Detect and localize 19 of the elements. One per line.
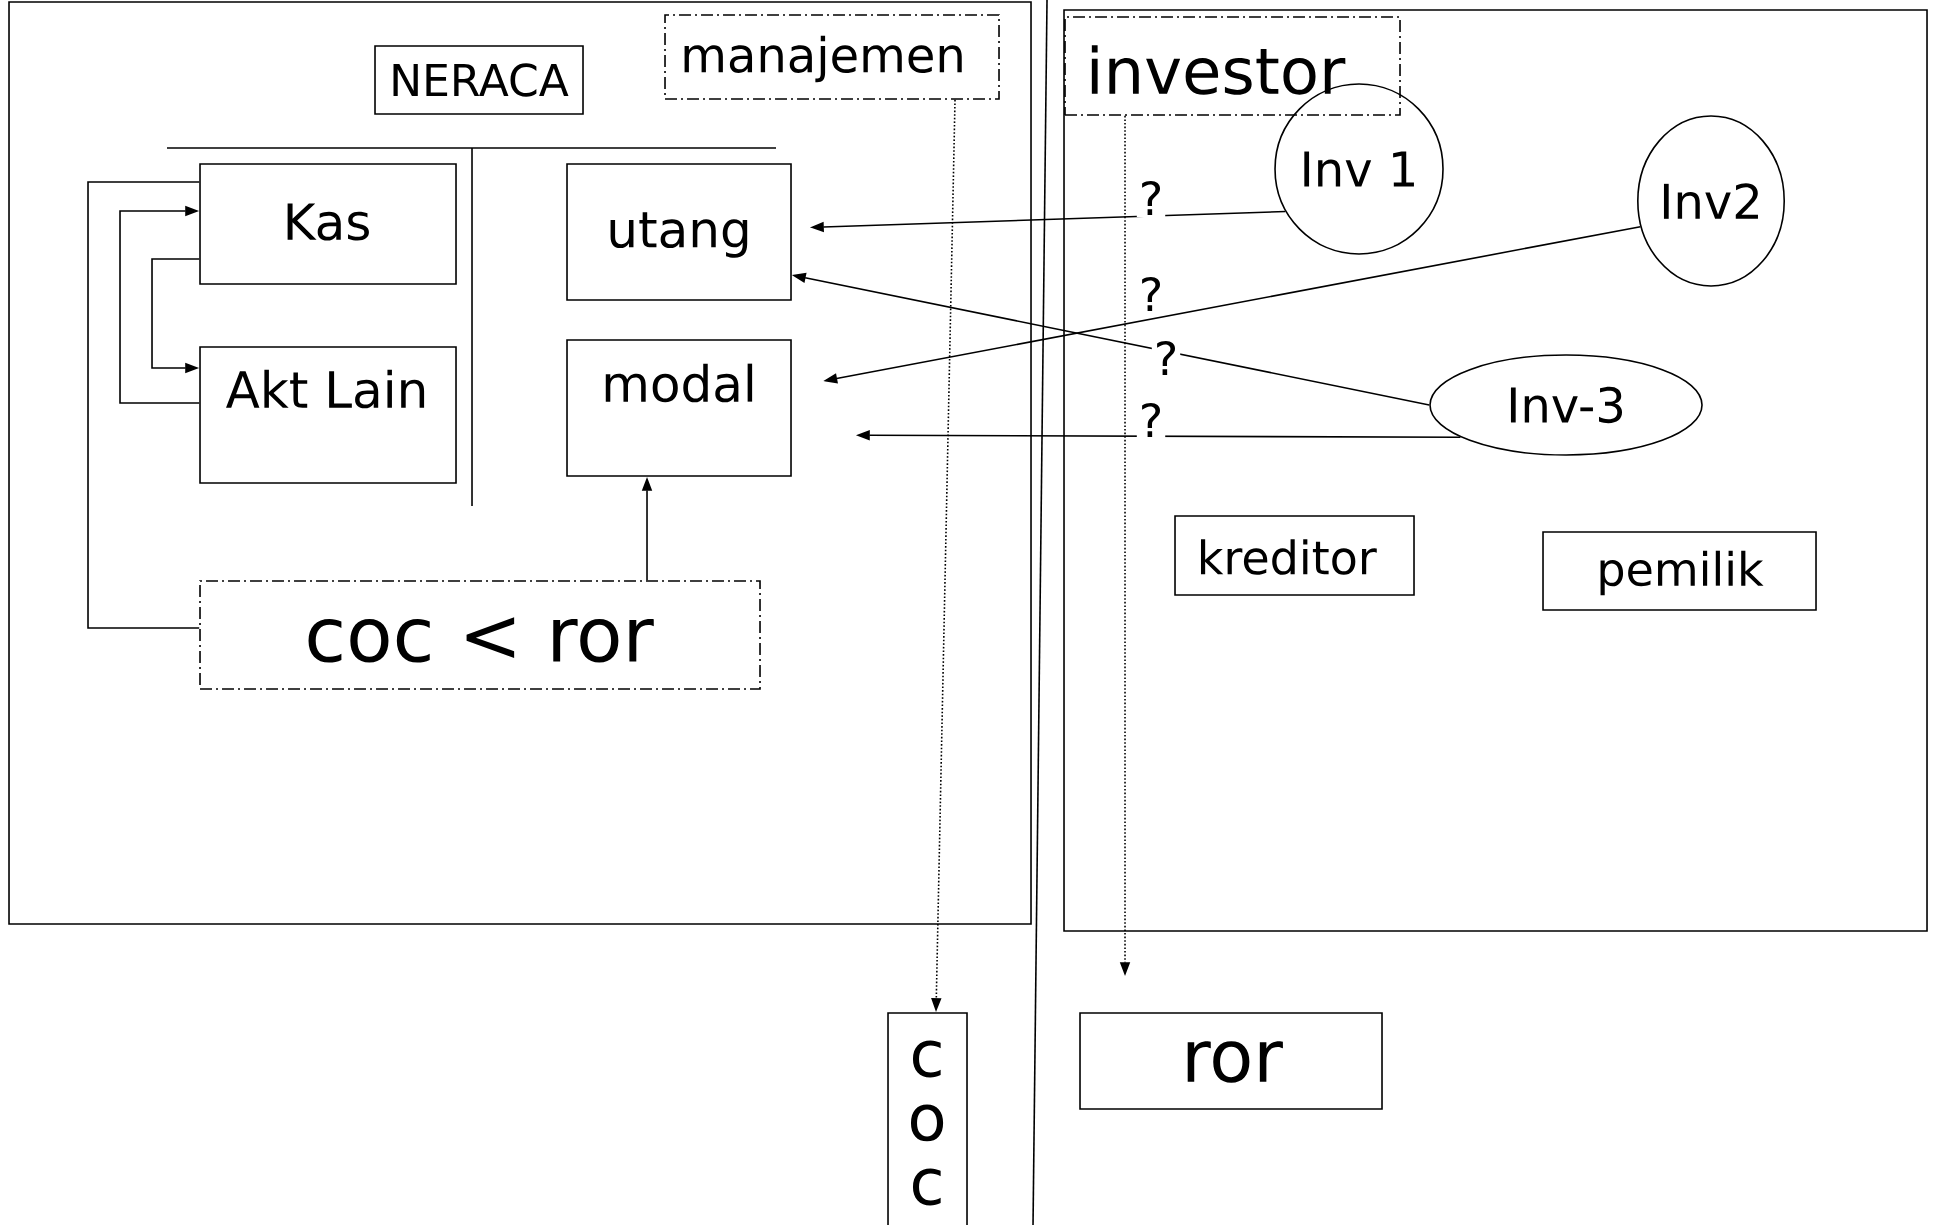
text-box: kreditor: [1174, 515, 1415, 596]
edge-label: ?: [1136, 178, 1166, 218]
dashed-box: investor: [1064, 16, 1401, 116]
dashed-box: manajemen: [664, 14, 1000, 100]
text-box: c o c: [887, 1012, 968, 1225]
text-box: pemilik: [1542, 531, 1817, 611]
account-box: Akt Lain: [199, 346, 457, 484]
edge-label: ?: [1151, 338, 1181, 378]
panel-box: [8, 1, 1032, 925]
panel-box: [1063, 9, 1928, 932]
account-box: modal: [566, 339, 792, 477]
edge-label: ?: [1136, 274, 1166, 314]
title-box: NERACA: [374, 45, 584, 115]
arrow: [119, 205, 200, 404]
dashed-box: coc < ror: [199, 580, 761, 690]
edge-label: ?: [1136, 400, 1166, 440]
text-box: ror: [1079, 1012, 1383, 1110]
account-box: utang: [566, 163, 792, 301]
account-box: Kas: [199, 163, 457, 285]
